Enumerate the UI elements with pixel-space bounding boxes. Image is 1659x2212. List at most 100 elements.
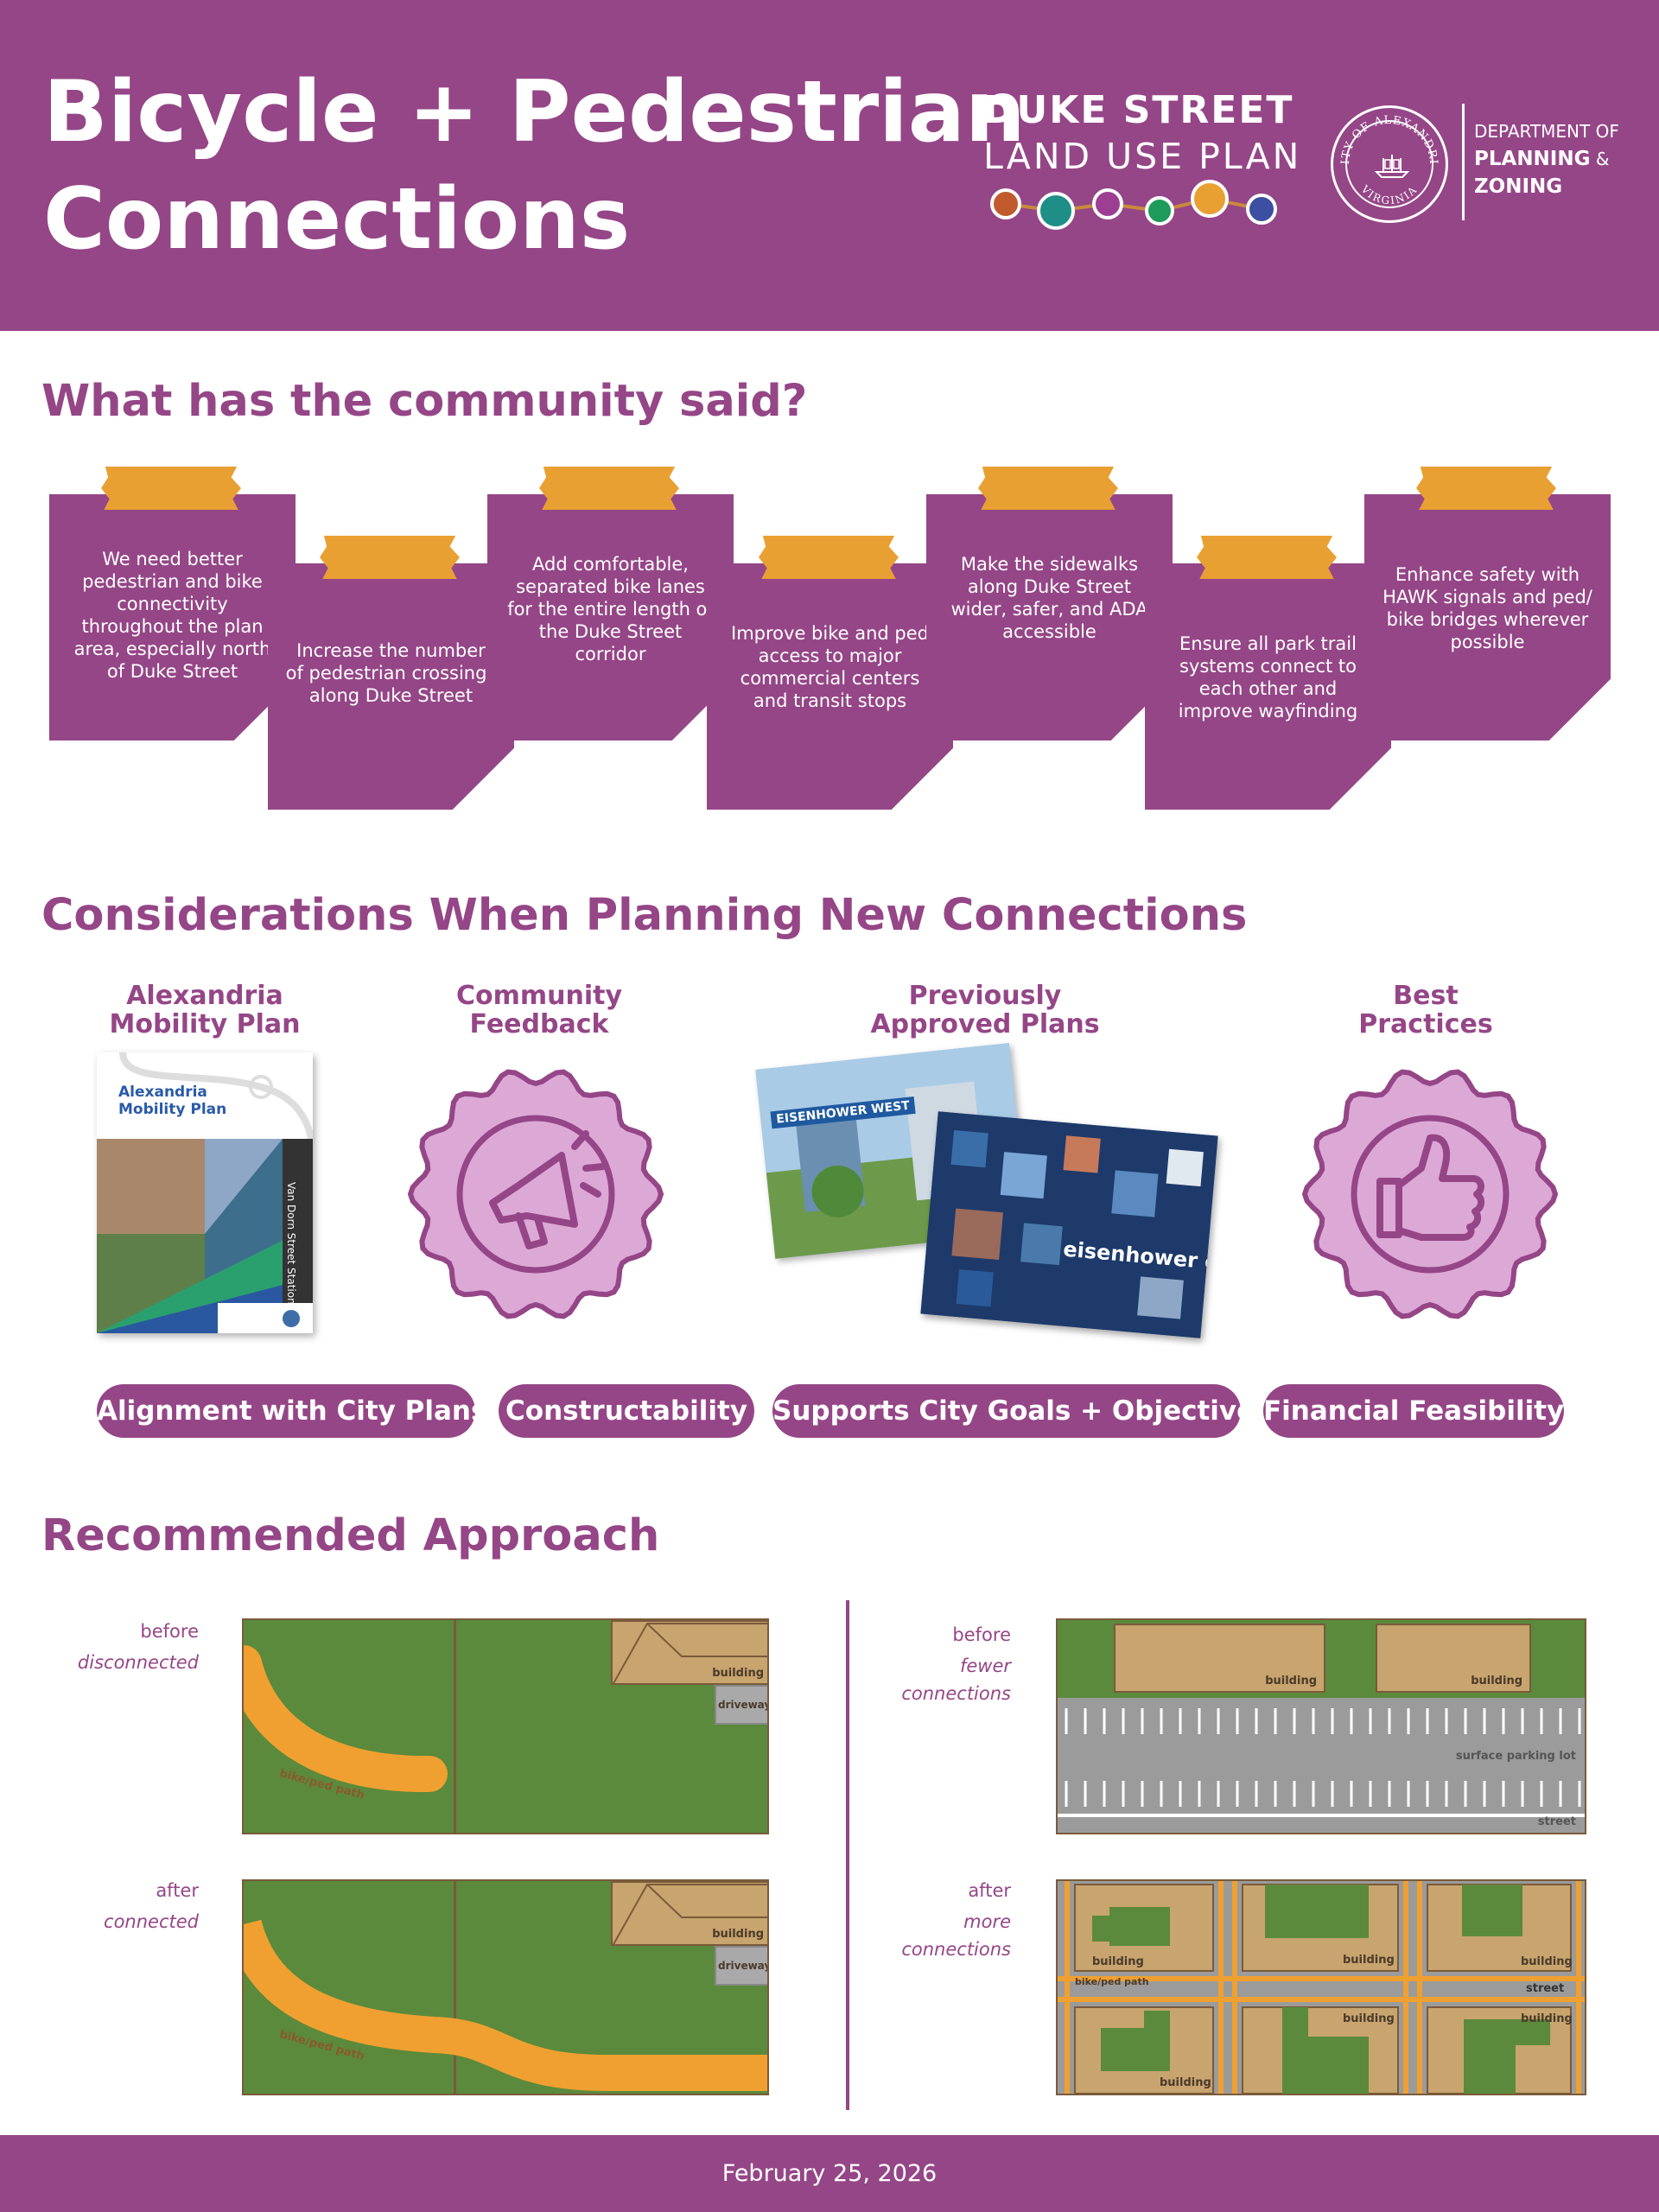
community-card-6: Ensure all park trail systems connect to… — [1145, 563, 1391, 810]
building-tag: building — [1343, 1954, 1395, 1967]
roof-lines — [613, 1884, 767, 1947]
logo-dots-graphic — [990, 180, 1277, 230]
considerations-heading: Considerations When Planning New Connect… — [41, 890, 1248, 941]
building-tag: building — [1343, 2012, 1395, 2025]
approach-divider — [846, 1600, 849, 2110]
page-title: Bicycle + Pedestrian Connections — [43, 59, 1026, 273]
column-title-line: Community — [455, 981, 623, 1011]
tape-strip — [101, 467, 241, 510]
right-after-diagram: building bike/ped path building building… — [1056, 1879, 1586, 2095]
community-card-1: We need better pedestrian and bike conne… — [49, 494, 296, 741]
driveway-tag: driveway — [718, 1699, 769, 1711]
dept-line-2: PLANNING — [1474, 148, 1591, 170]
pill-financial-feasibility: Financial Feasibility — [1263, 1384, 1564, 1438]
path-graphic — [244, 1919, 767, 2091]
tape-strip — [320, 536, 460, 579]
cover-title: Alexandria Mobility Plan — [118, 1084, 226, 1118]
column-title-best-practices: Best Practices — [1296, 982, 1555, 1039]
pill-city-goals: Supports City Goals + Objectives — [772, 1384, 1271, 1438]
card-text: Enhance safety with HAWK signals and ped… — [1382, 564, 1592, 652]
column-title-line: Feedback — [469, 1009, 609, 1039]
thumbs-up-icon — [1301, 1069, 1559, 1319]
card-text: Ensure all park trail systems connect to… — [1178, 633, 1358, 721]
header-divider — [1462, 104, 1465, 220]
title-line-2: Connections — [43, 170, 631, 269]
card-text: Increase the number of pedestrian crossi… — [285, 640, 497, 706]
footer-date: February 25, 2026 — [721, 2160, 938, 2187]
pill-alignment: Alignment with City Plans — [97, 1384, 486, 1438]
dept-ampersand: & — [1590, 149, 1610, 169]
seal-inner-ring — [1345, 120, 1433, 208]
cover-artwork — [920, 1111, 1218, 1338]
column-title-line: Alexandria — [126, 981, 283, 1011]
building-tag: building — [1521, 2012, 1573, 2025]
street-tag: street — [1526, 1982, 1565, 1995]
community-card-2: Increase the number of pedestrian crossi… — [268, 563, 514, 810]
megaphone-icon — [407, 1069, 664, 1319]
grid-layout — [1058, 1881, 1585, 2094]
building-tag: building — [1471, 1675, 1522, 1688]
ship-icon — [1375, 155, 1409, 178]
building-tag: building — [1160, 2076, 1211, 2089]
left-after-desc: connected — [104, 1911, 199, 1932]
card-text: Improve bike and ped access to major com… — [731, 623, 929, 711]
community-card-3: Add comfortable, separated bike lanes fo… — [487, 494, 734, 741]
right-after-desc-2: connections — [901, 1939, 1011, 1960]
column-title-line: Approved Plans — [870, 1009, 1100, 1039]
column-title-line: Mobility Plan — [109, 1009, 301, 1039]
left-after-diagram: bike/ped path building driveway — [242, 1879, 769, 2095]
right-before-desc-1: fewer — [959, 1656, 1011, 1676]
dept-line-1: DEPARTMENT OF — [1474, 121, 1619, 142]
left-after-label: after — [156, 1880, 199, 1901]
street-tag: street — [1537, 1815, 1576, 1828]
approach-heading: Recommended Approach — [41, 1510, 660, 1561]
card-text: We need better pedestrian and bike conne… — [73, 549, 271, 682]
community-card-5: Make the sidewalks along Duke Street wid… — [926, 494, 1173, 741]
driveway-block: driveway — [715, 1685, 769, 1725]
column-title-community-feedback: Community Feedback — [410, 982, 669, 1039]
building-block: building — [1114, 1624, 1325, 1693]
building-block: building — [611, 1620, 767, 1686]
community-card-4: Improve bike and ped access to major com… — [707, 563, 953, 810]
column-title-mobility-plan: Alexandria Mobility Plan — [78, 982, 332, 1039]
left-before-label: before — [140, 1621, 199, 1642]
roof-lines — [613, 1623, 767, 1686]
cover-artwork — [97, 1052, 313, 1333]
parking-stripes — [1058, 1708, 1585, 1817]
column-title-line: Previously — [908, 981, 1062, 1011]
property-line — [454, 1881, 456, 2094]
tape-strip — [978, 467, 1118, 510]
left-before-desc: disconnected — [77, 1652, 199, 1673]
left-before-diagram: bike/ped path building driveway — [242, 1618, 769, 1834]
right-before-diagram: building building surface parking lot st… — [1056, 1618, 1586, 1834]
path-tag: bike/ped path — [1075, 1976, 1149, 1987]
community-heading: What has the community said? — [41, 376, 808, 427]
path-graphic — [244, 1645, 448, 1792]
department-name: DEPARTMENT OF PLANNING & ZONING — [1474, 118, 1619, 200]
column-title-line: Practices — [1358, 1009, 1493, 1039]
building-tag: building — [1092, 1955, 1144, 1968]
column-title-line: Best — [1393, 981, 1459, 1011]
building-tag: building — [1521, 1955, 1573, 1968]
tape-strip — [759, 536, 899, 579]
building-block: building — [1376, 1624, 1531, 1693]
tape-strip — [539, 467, 679, 510]
city-seal: CITY OF ALEXANDRIA VIRGINIA — [1331, 105, 1448, 223]
pill-constructability: Constructability — [499, 1384, 754, 1438]
eisenhower-east-cover: eisenhower east — [920, 1111, 1218, 1338]
building-block: building — [611, 1881, 767, 1947]
right-before-desc-2: connections — [901, 1683, 1011, 1704]
driveway-block: driveway — [715, 1946, 767, 1986]
property-line — [454, 1620, 456, 1833]
card-text: Add comfortable, separated bike lanes fo… — [507, 554, 714, 664]
tape-strip — [1416, 467, 1556, 510]
building-tag: building — [712, 1928, 764, 1941]
right-before-label: before — [952, 1624, 1011, 1645]
tape-strip — [1197, 536, 1337, 579]
logo-line-2: LAND USE PLAN — [983, 136, 1302, 177]
right-after-label: after — [968, 1880, 1011, 1901]
community-card-7: Enhance safety with HAWK signals and ped… — [1364, 494, 1611, 741]
mobility-plan-cover: Alexandria Mobility Plan Van Dorn Street… — [97, 1052, 313, 1333]
title-line-1: Bicycle + Pedestrian — [43, 63, 1026, 162]
cover-station-label: Van Dorn Street Station — [285, 1182, 297, 1305]
